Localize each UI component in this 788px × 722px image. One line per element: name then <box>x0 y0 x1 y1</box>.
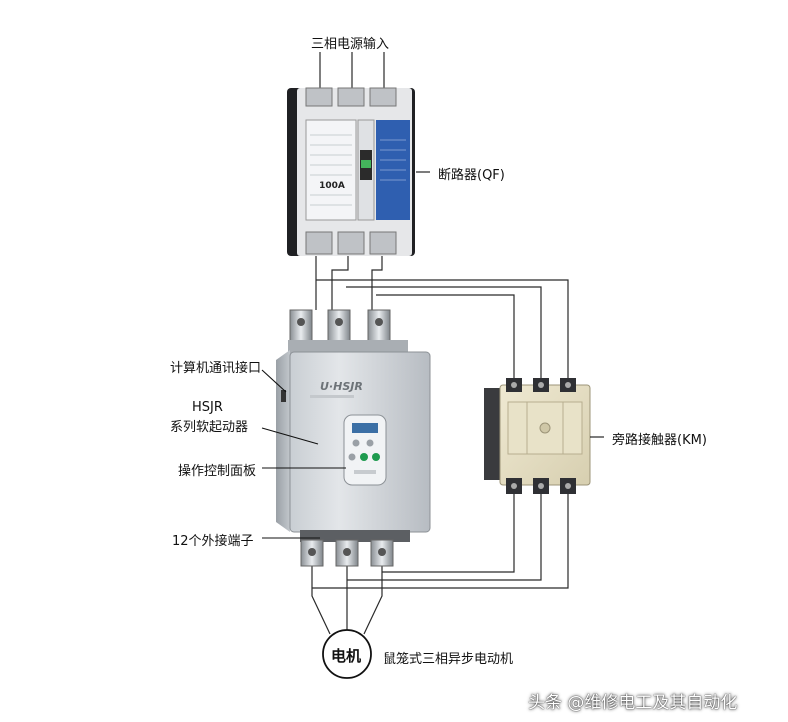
wires <box>311 52 569 635</box>
label-comm-port: 计算机通讯接口 <box>170 361 262 376</box>
km-to-output-w <box>382 492 515 573</box>
km-to-output-v <box>347 492 542 581</box>
panel-display <box>352 423 378 433</box>
breaker-to-starter-l2 <box>331 255 349 310</box>
breaker-rating: 100A <box>319 181 345 191</box>
label-contactor: 旁路接触器(KM) <box>612 433 707 448</box>
km-to-output-u <box>312 492 569 589</box>
control-panel <box>343 414 387 486</box>
watermark: 头条 @维修电工及其自动化 <box>528 693 738 713</box>
motor-symbol-text: 电机 <box>331 647 362 665</box>
breaker-to-km-l1 <box>316 279 569 380</box>
panel-button-3[interactable] <box>348 453 356 461</box>
panel-stop-button[interactable] <box>372 453 380 461</box>
bypass-contactor <box>484 378 591 494</box>
leader-lines <box>261 171 604 539</box>
starter-to-motor-w <box>363 558 383 635</box>
panel-button-2[interactable] <box>366 439 374 447</box>
panel-run-button[interactable] <box>360 453 368 461</box>
label-terminals: 12个外接端子 <box>172 534 254 549</box>
soft-starter: U·HSJR <box>276 309 431 567</box>
leader-comm-port <box>261 369 287 393</box>
label-breaker: 断路器(QF) <box>438 168 505 183</box>
comm-port[interactable] <box>281 390 286 402</box>
breaker-to-starter-l3 <box>371 255 383 310</box>
label-motor-type: 鼠笼式三相异步电动机 <box>383 652 514 667</box>
label-panel: 操作控制面板 <box>178 464 257 479</box>
panel-button-1[interactable] <box>352 439 360 447</box>
starter-to-motor-u <box>311 558 331 635</box>
leader-model <box>261 427 319 445</box>
motor-symbol <box>322 629 372 679</box>
breaker-to-km-l3 <box>376 294 515 380</box>
label-model-line2: 系列软起动器 <box>170 420 249 435</box>
breaker-to-km-l2 <box>346 286 542 380</box>
circuit-breaker: 100A <box>287 87 415 256</box>
svg-text:U·HSJR: U·HSJR <box>320 380 363 393</box>
label-power-input: 三相电源输入 <box>311 37 390 52</box>
label-model-line1: HSJR <box>192 400 223 415</box>
